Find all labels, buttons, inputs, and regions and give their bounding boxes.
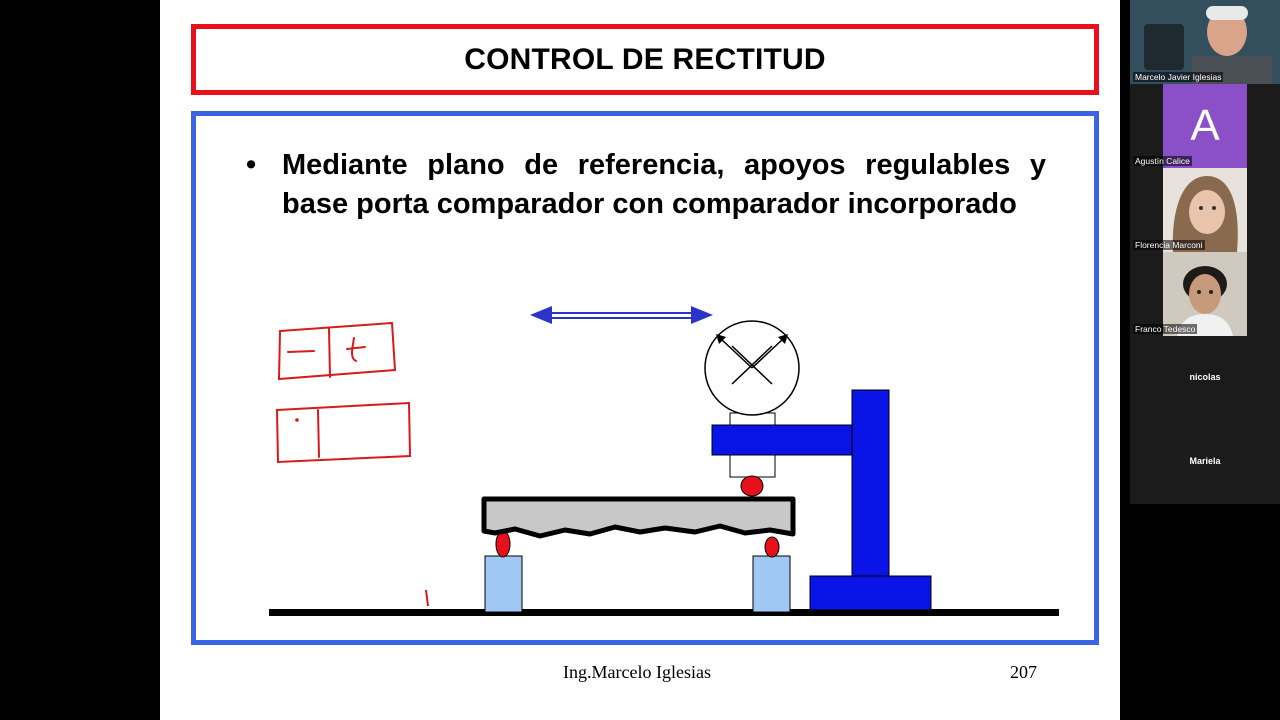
dial-gauge-icon xyxy=(704,320,800,416)
bullet-symbol: • xyxy=(246,149,257,181)
participant-tile[interactable]: A Agustín Calice xyxy=(1130,84,1280,168)
participant-avatar: A xyxy=(1163,84,1247,168)
slide-title-box: CONTROL DE RECTITUD xyxy=(191,24,1099,95)
participant-tile[interactable]: Marcelo Javier Iglesias xyxy=(1130,0,1280,84)
participant-video xyxy=(1130,0,1280,84)
workpiece xyxy=(481,496,796,539)
participant-name: Franco Tedesco xyxy=(1133,324,1198,334)
bullet-point: • Mediante plano de referencia, apoyos r… xyxy=(246,146,1046,223)
slide-footer-author: Ing.Marcelo Iglesias xyxy=(563,662,711,682)
participant-name: Florencia Marconi xyxy=(1133,240,1205,250)
participant-video xyxy=(1163,168,1247,252)
participant-name: Marcelo Javier Iglesias xyxy=(1133,72,1224,82)
reference-plane xyxy=(269,609,1059,616)
bullet-text: Mediante plano de referencia, apoyos reg… xyxy=(282,149,1046,220)
slide-content-box: • Mediante plano de referencia, apoyos r… xyxy=(191,111,1099,645)
participant-name: nicolas xyxy=(1189,372,1221,382)
handwritten-annotation-top xyxy=(277,321,397,381)
slide-page-number: 207 xyxy=(1010,662,1037,682)
comparator-stem-bottom xyxy=(729,454,776,478)
comparator-tip xyxy=(740,475,764,497)
participant-name: Agustín Calice xyxy=(1133,156,1192,166)
support-contact-right xyxy=(764,536,780,558)
stand-column xyxy=(851,389,890,577)
participant-name: Mariela xyxy=(1189,456,1221,466)
adjustable-support-left xyxy=(484,555,523,613)
stand-arm xyxy=(711,424,853,456)
participant-tile[interactable]: Franco Tedesco xyxy=(1130,252,1280,336)
presentation-slide: CONTROL DE RECTITUD • Mediante plano de … xyxy=(160,0,1120,720)
participant-video xyxy=(1163,252,1247,336)
handwritten-annotation-bottom xyxy=(275,401,412,464)
movement-arrow xyxy=(530,306,713,324)
participant-tile[interactable]: Mariela xyxy=(1130,420,1280,504)
handwritten-mark xyxy=(425,589,429,607)
stand-base xyxy=(809,575,932,611)
participant-tile[interactable]: nicolas xyxy=(1130,336,1280,420)
participant-tile[interactable]: Florencia Marconi xyxy=(1130,168,1280,252)
adjustable-support-right xyxy=(752,555,791,613)
straightness-diagram xyxy=(269,306,1059,616)
slide-title: CONTROL DE RECTITUD xyxy=(464,42,826,76)
participants-panel[interactable]: Marcelo Javier Iglesias A Agustín Calice… xyxy=(1130,0,1280,504)
